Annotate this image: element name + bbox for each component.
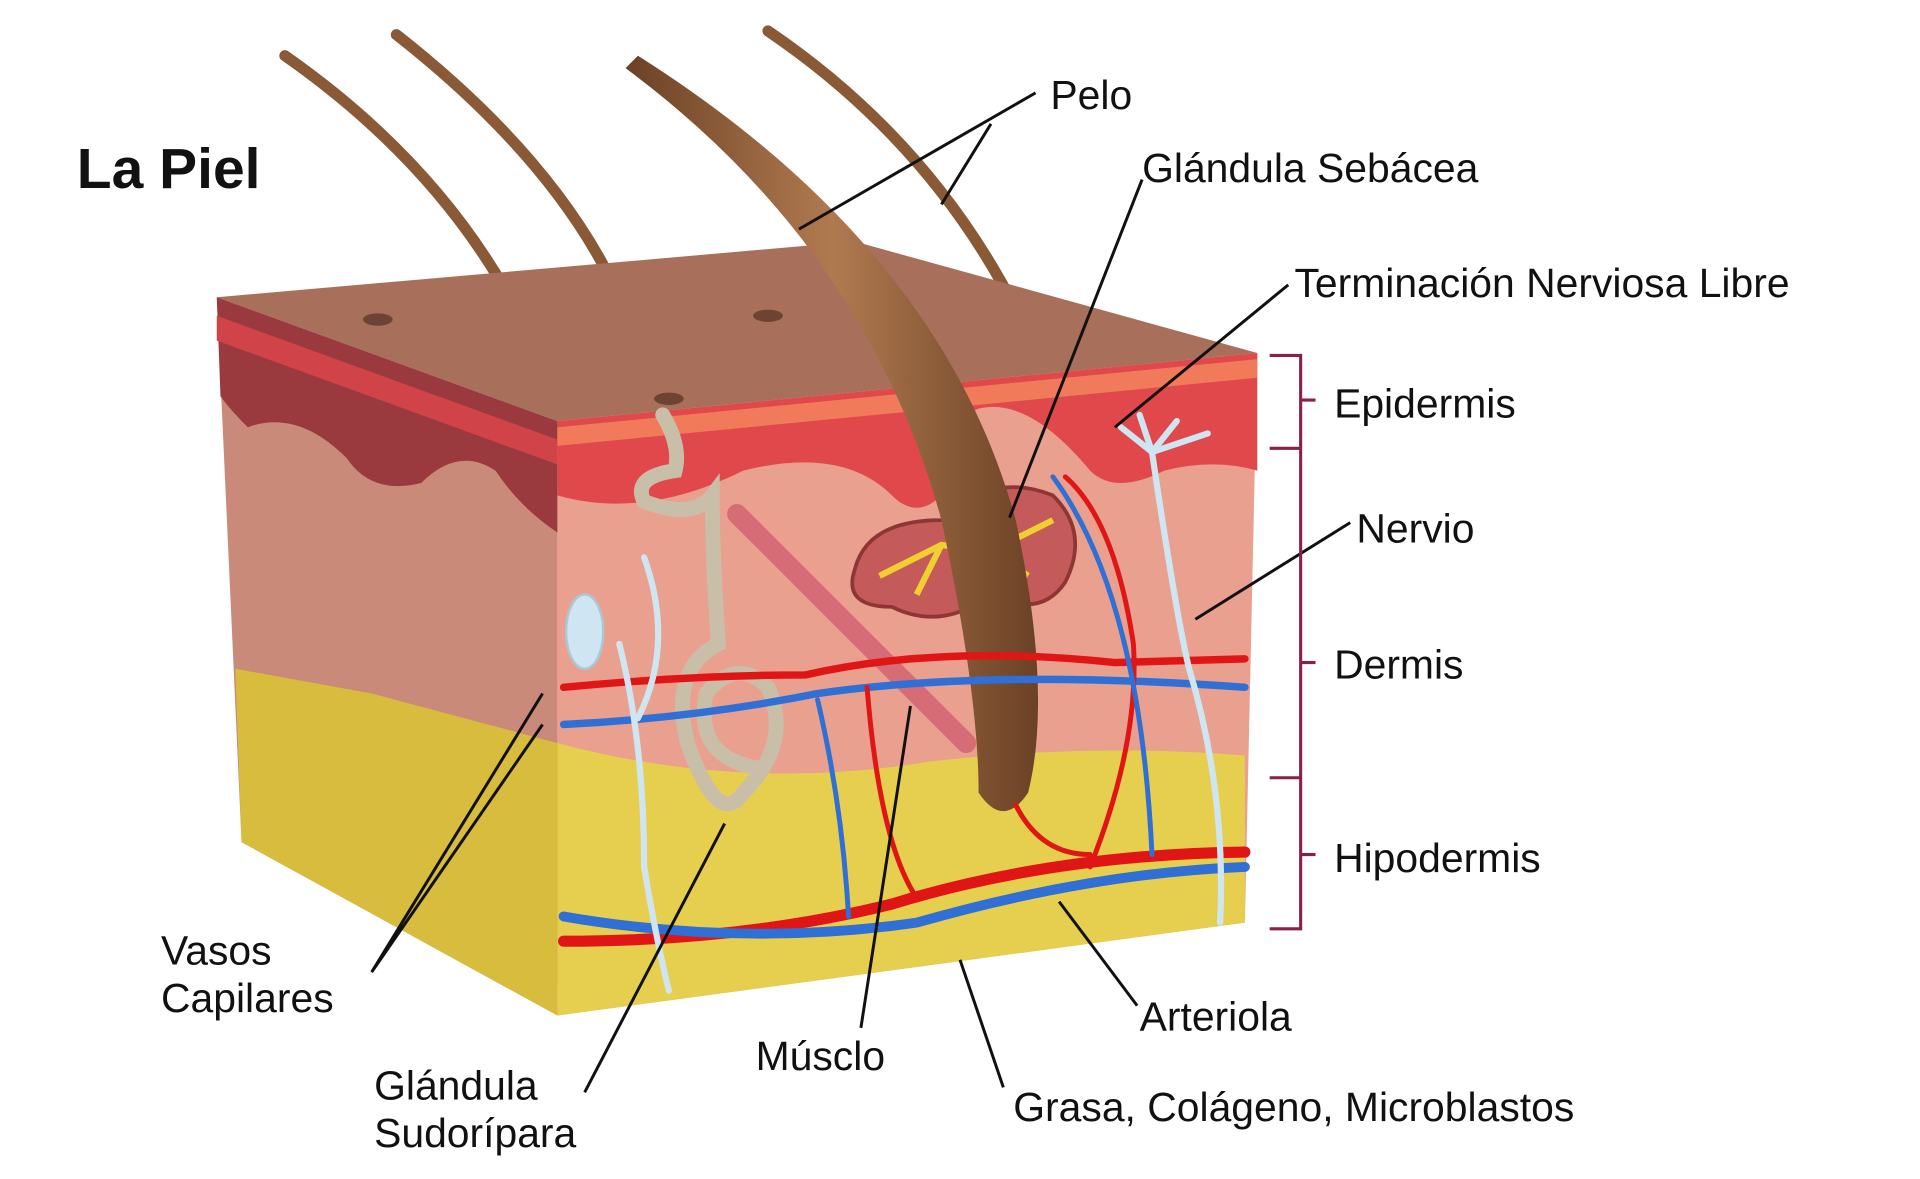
label-dermis: Dermis bbox=[1334, 642, 1463, 688]
label-nervio: Nervio bbox=[1356, 505, 1474, 551]
label-musculo: Músclo bbox=[756, 1033, 885, 1079]
nerves bbox=[564, 411, 1225, 994]
label-glandula-sebacea: Glándula Sebácea bbox=[1142, 145, 1479, 191]
label-pelo: Pelo bbox=[1050, 72, 1132, 118]
hair-follicle bbox=[625, 55, 1039, 812]
pores bbox=[362, 309, 783, 405]
blood-vessels bbox=[558, 474, 1251, 947]
arrector-muscle bbox=[727, 504, 977, 753]
label-arteriola: Arteriola bbox=[1140, 993, 1292, 1039]
pointer-lines bbox=[370, 91, 1351, 1093]
label-epidermis: Epidermis bbox=[1334, 380, 1516, 426]
label-hipodermis: Hipodermis bbox=[1334, 835, 1541, 881]
skin-block-left-face bbox=[216, 297, 558, 1016]
label-glandula: Glándula bbox=[374, 1063, 538, 1109]
label-capilares: Capilares bbox=[161, 975, 334, 1021]
label-sudoripara: Sudorípara bbox=[374, 1110, 576, 1156]
label-vasos: Vasos bbox=[161, 928, 272, 974]
skin-surface bbox=[216, 241, 1258, 422]
diagram-title: La Piel bbox=[77, 137, 261, 201]
layer-bracket bbox=[1269, 353, 1316, 931]
label-terminacion-nerviosa: Terminación Nerviosa Libre bbox=[1294, 260, 1789, 306]
label-grasa: Grasa, Colágeno, Microblastos bbox=[1013, 1084, 1574, 1130]
